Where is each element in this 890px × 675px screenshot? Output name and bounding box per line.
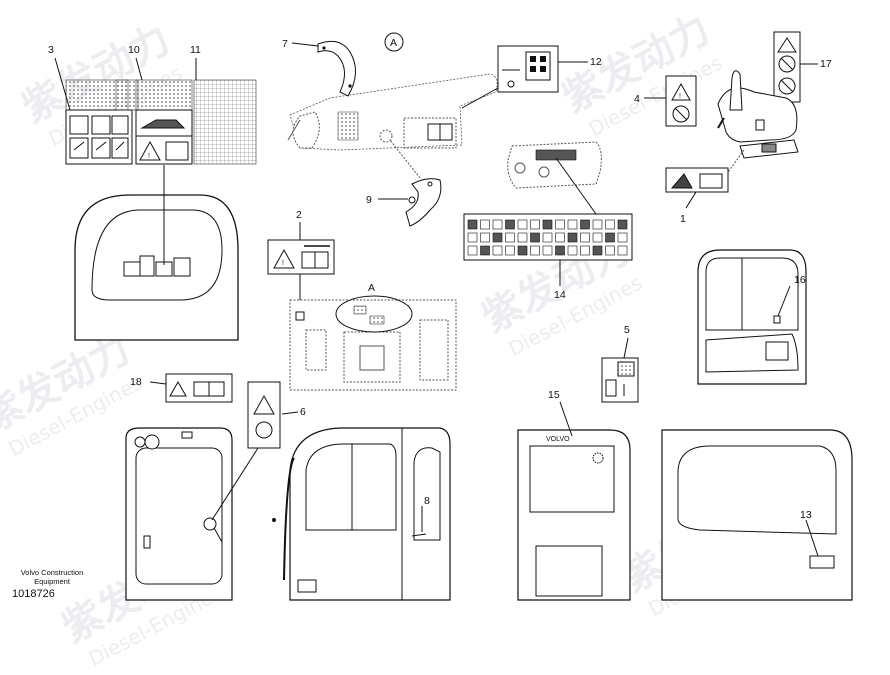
cab-rear-window-view: [74, 165, 239, 341]
decal-14-symbol: [605, 245, 615, 256]
svg-text:!: !: [282, 260, 284, 267]
rear-panel-view-15: VOLVO: [517, 401, 631, 601]
decal-14-symbol: [555, 219, 565, 230]
decal-14-symbol: [617, 232, 628, 243]
decal-14-symbol: [580, 232, 590, 243]
joystick-console: [717, 70, 798, 143]
decal-6: [247, 381, 299, 449]
decal-14-symbol: [592, 232, 603, 243]
svg-text:!: !: [679, 93, 681, 100]
decal-14-symbol: [505, 232, 515, 243]
decal-14-symbol: [580, 245, 590, 256]
door-view-16: [697, 249, 807, 385]
decal-14-symbol: [592, 219, 603, 230]
callout-7: 7: [282, 38, 288, 50]
footer-org: Volvo Construction Equipment: [20, 568, 84, 586]
callout-12: 12: [590, 56, 602, 68]
decal-14-symbol: [555, 245, 565, 256]
decal-sheet-10: !: [115, 79, 193, 165]
callout-14: 14: [554, 289, 566, 301]
svg-text:!: !: [148, 153, 150, 160]
decal-14-symbol: [555, 232, 565, 243]
monitor-display: [507, 141, 602, 215]
leaders-3-10-11: [54, 57, 197, 111]
detail-marker-a-label: A: [368, 282, 375, 294]
callout-8: 8: [424, 495, 430, 507]
cab-side-view-8: [272, 427, 451, 601]
decal-14-symbol: [605, 219, 615, 230]
decal-14: [463, 213, 633, 286]
callout-13: 13: [800, 509, 812, 521]
decal-14-symbol: [530, 245, 540, 256]
decal-14-symbol: [542, 232, 553, 243]
callout-3: 3: [48, 44, 54, 56]
svg-text:A: A: [390, 37, 397, 49]
decal-sheet-11: [193, 79, 257, 165]
decal-14-symbol: [517, 245, 528, 256]
decal-14-symbol: [617, 245, 628, 256]
callout-5: 5: [624, 324, 630, 336]
detail-marker-a-circle: A: [384, 32, 404, 52]
callout-6: 6: [300, 406, 306, 418]
callout-2: 2: [296, 209, 302, 221]
decal-2: !: [267, 222, 335, 312]
decal-14-symbol: [530, 219, 540, 230]
door-view-13: [661, 429, 853, 601]
decal-14-symbol: [505, 219, 515, 230]
decal-14-symbol: [605, 232, 615, 243]
decal-14-symbol: [530, 232, 540, 243]
footer: Volvo Construction Equipment 1018726: [12, 568, 132, 600]
decal-14-symbol: [517, 232, 528, 243]
decal-14-symbol-grid: [467, 219, 628, 256]
footer-doc-number: 1018726: [12, 588, 55, 600]
decal-17: [773, 31, 818, 103]
decal-5: [601, 337, 639, 403]
callout-18: 18: [130, 376, 142, 388]
brand-badge: VOLVO: [546, 436, 570, 443]
part-9-bracket: [378, 139, 442, 227]
decal-14-symbol: [505, 245, 515, 256]
callout-17: 17: [820, 58, 832, 70]
decal-14-symbol: [542, 245, 553, 256]
part-7-bracket: [291, 40, 356, 97]
callout-10: 10: [128, 44, 140, 56]
decal-14-symbol: [517, 219, 528, 230]
callout-11: 11: [190, 44, 201, 56]
decal-18: [149, 373, 233, 403]
decal-14-symbol: [567, 232, 578, 243]
decal-14-symbol: [617, 219, 628, 230]
decal-14-symbol: [467, 245, 478, 256]
callout-9: 9: [366, 194, 372, 206]
decal-14-symbol: [567, 219, 578, 230]
decal-14-symbol: [467, 232, 478, 243]
callout-15: 15: [548, 389, 560, 401]
instrument-panel-view: [287, 73, 498, 151]
decal-14-symbol: [480, 245, 490, 256]
decal-14-symbol: [480, 232, 490, 243]
decal-14-symbol: [480, 219, 490, 230]
cab-floor-plan: [289, 295, 457, 391]
decal-12: [461, 45, 588, 109]
rear-cab-door-view: [125, 427, 259, 601]
decal-14-symbol: [567, 245, 578, 256]
decal-4: !: [644, 75, 697, 127]
callout-1: 1: [680, 213, 686, 225]
parts-diagram: ! 3 10 11 7 A: [48, 31, 853, 601]
decal-14-symbol: [492, 232, 503, 243]
callout-16: 16: [794, 274, 806, 286]
decal-1: [665, 139, 799, 209]
decal-14-symbol: [492, 219, 503, 230]
decal-14-symbol: [580, 219, 590, 230]
decal-14-symbol: [542, 219, 553, 230]
decal-14-symbol: [592, 245, 603, 256]
callout-4: 4: [634, 93, 640, 105]
decal-14-symbol: [467, 219, 478, 230]
decal-14-symbol: [492, 245, 503, 256]
